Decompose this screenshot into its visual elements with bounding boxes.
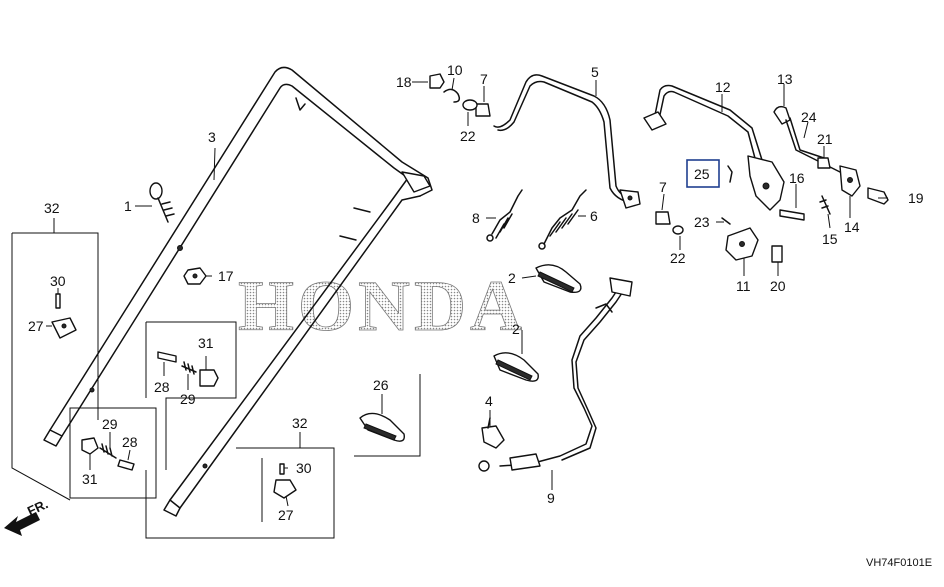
callout-9: 9 [547,490,555,506]
front-direction-marker: FR. [4,496,50,536]
callout-22-top: 22 [460,128,476,144]
callout-17: 17 [218,268,234,284]
springs-8-6 [486,189,587,250]
callout-labels: 1 3 17 32 30 27 31 28 29 29 28 31 32 30 … [28,62,924,523]
control-rod-5 [493,74,641,209]
callout-28-mid: 28 [154,379,170,395]
callout-25: 25 [694,166,710,182]
handle-pipe [43,66,433,517]
callout-8: 8 [472,210,480,226]
cable-guide-26 [354,374,421,457]
callout-13: 13 [777,71,793,87]
lever-assembly-right [773,105,889,221]
grip-2-upper [535,264,582,294]
drawing-code: VH74F0101E [866,557,932,569]
callout-32-bottom: 32 [292,415,308,431]
callout-5: 5 [591,64,599,80]
callout-24: 24 [801,109,817,125]
throttle-cable-9 [478,277,633,472]
eye-bolt [149,182,175,223]
callout-1: 1 [124,198,132,214]
callout-4: 4 [485,393,493,409]
nut-washer-mid [655,211,684,235]
callout-22-mid: 22 [670,250,686,266]
callout-27-bottom: 27 [278,507,294,523]
callout-30-left: 30 [50,273,66,289]
callout-31-low: 31 [82,471,98,487]
callout-14: 14 [844,219,860,235]
honda-watermark: HONDA [238,266,526,346]
bolt-set-top [429,73,491,117]
callout-7-mid: 7 [659,179,667,195]
callout-29-low: 29 [102,416,118,432]
callout-23: 23 [694,214,710,230]
callout-3: 3 [208,129,216,145]
callout-19: 19 [908,190,924,206]
callout-2-lower: 2 [512,321,520,337]
callout-26: 26 [373,377,389,393]
knob-nut [183,267,207,285]
lever-rod-12 [643,84,785,211]
callout-2-upper: 2 [508,270,516,286]
detail-box-31-28-29 [145,321,237,470]
callout-30-bottom: 30 [296,460,312,476]
callout-21: 21 [817,131,833,147]
bracket-11 [721,217,783,263]
leader-lines [46,77,888,507]
callout-27-left: 27 [28,318,44,334]
callout-29-mid: 29 [180,391,196,407]
callout-15: 15 [822,231,838,247]
callout-32-left: 32 [44,200,60,216]
front-label: FR. [25,496,50,518]
cable-clip-4 [481,417,505,449]
callout-16: 16 [789,170,805,186]
callout-31-mid: 31 [198,335,214,351]
callout-28-low: 28 [122,434,138,450]
callout-20: 20 [770,278,786,294]
callout-6: 6 [590,208,598,224]
detail-box-32-bottom [145,432,335,539]
part-25-highlight [686,159,733,188]
callout-18: 18 [396,74,412,90]
callout-10: 10 [447,62,463,78]
callout-11: 11 [736,278,751,294]
grip-2-lower [493,352,539,382]
detail-box-32-left [11,218,99,501]
callout-7-top: 7 [480,71,488,87]
callout-12: 12 [715,79,731,95]
detail-box-29-28-31 [69,407,157,499]
